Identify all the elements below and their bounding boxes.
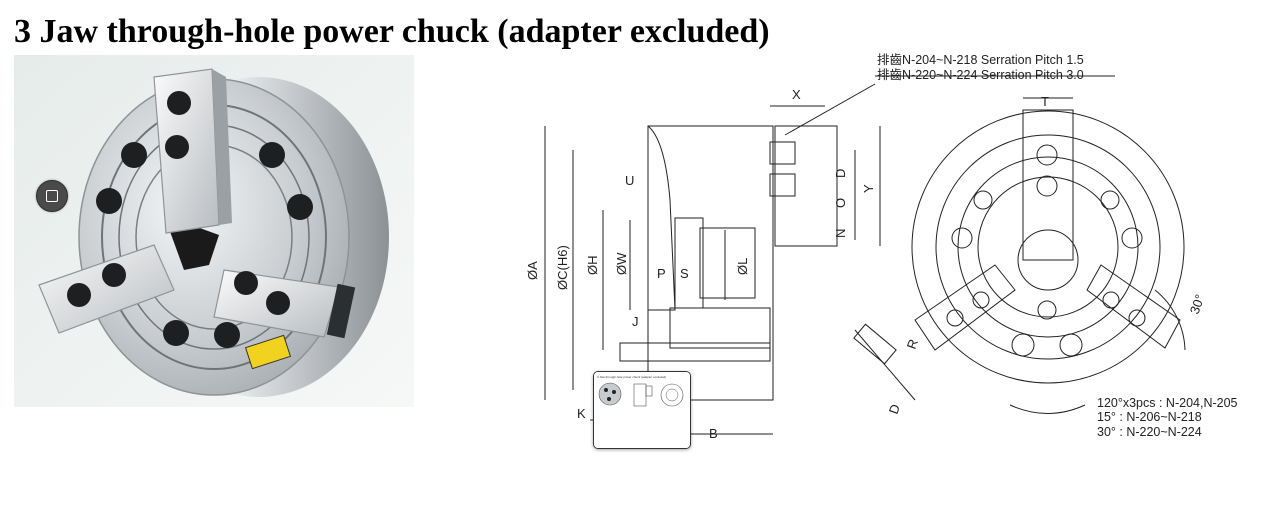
thumbnail-image: 3 Jaw through-hole power chuck (adapter … <box>594 372 690 448</box>
dim-b: B <box>709 426 718 441</box>
dim-angle: 30° <box>1187 292 1208 316</box>
dim-d: D <box>833 169 848 178</box>
angle-note-2: 15° : N-206~N-218 <box>1097 410 1202 424</box>
serration-note-1: 排齒N-204~N-218 Serration Pitch 1.5 <box>877 53 1084 67</box>
dim-s: S <box>680 266 689 281</box>
dim-w: ØW <box>614 252 629 275</box>
dim-r: R <box>904 337 921 351</box>
dim-t: T <box>1041 94 1049 109</box>
dim-a: ØA <box>525 261 540 280</box>
dim-n: N <box>833 229 848 238</box>
page-title: 3 Jaw through-hole power chuck (adapter … <box>14 13 770 50</box>
dim-d2: D <box>886 402 903 416</box>
angle-note-1: 120°x3pcs : N-204,N-205 <box>1097 396 1238 410</box>
angle-note-3: 30° : N-220~N-224 <box>1097 425 1202 439</box>
serration-note-2: 排齒N-220~N-224 Serration Pitch 3.0 <box>877 68 1084 82</box>
dim-h: ØH <box>585 256 600 276</box>
dim-u: U <box>625 173 634 188</box>
dim-x: X <box>792 87 801 102</box>
dim-j: J <box>632 314 639 329</box>
floating-action-button[interactable] <box>36 180 68 212</box>
square-icon <box>46 190 58 202</box>
dim-c: ØC(H6) <box>555 245 570 290</box>
dim-l: ØL <box>735 258 750 275</box>
dim-o: O <box>833 198 848 208</box>
dim-y: Y <box>861 184 876 193</box>
thumbnail-caption: 3 Jaw through-hole power chuck (adapter … <box>597 375 666 379</box>
image-preview-thumbnail[interactable]: 3 Jaw through-hole power chuck (adapter … <box>593 371 691 449</box>
chuck-photo <box>14 55 414 407</box>
dim-k: K <box>577 406 586 421</box>
technical-drawing: 排齒N-204~N-218 Serration Pitch 1.5 排齒N-22… <box>525 53 1238 441</box>
dim-p: P <box>657 266 666 281</box>
